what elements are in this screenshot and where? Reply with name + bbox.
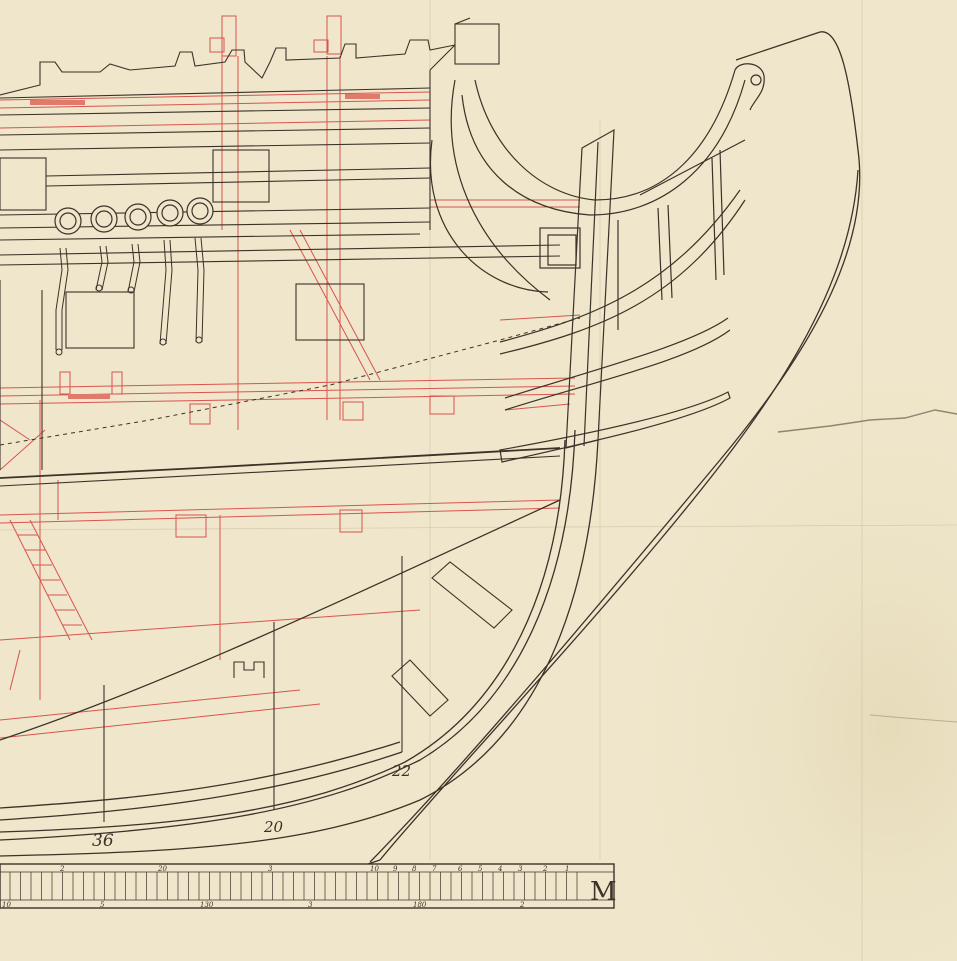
scale-num: 1: [565, 865, 569, 873]
scale-num: 3: [268, 865, 273, 873]
paper-crease-lower: [869, 714, 957, 723]
scale-num: 3: [518, 865, 523, 873]
scale-num: 180: [413, 901, 427, 909]
bow-baseline-junction: [367, 859, 381, 865]
black-ink-lines: [0, 17, 561, 822]
frame-label-20: 20: [263, 818, 284, 836]
scale-num: 8: [412, 865, 417, 873]
red-fill-deck: [68, 394, 110, 399]
paper-crease: [777, 409, 957, 433]
dashed-waterline: [0, 317, 581, 446]
red-fill-top-2: [345, 94, 380, 99]
scale-lower-numbers: 10 5 130 3 180 2: [2, 901, 525, 909]
bow-outline: [0, 31, 861, 863]
barrel-rings: [54, 197, 214, 235]
hanging-tackles: [55, 237, 205, 356]
frame-label-22: 22: [391, 762, 411, 780]
scale-num: 10: [2, 901, 11, 909]
scale-num: 9: [393, 865, 398, 873]
scale-num: 2: [519, 901, 525, 909]
red-structure-lines: [0, 15, 581, 739]
scale-num: 20: [157, 865, 167, 873]
scale-num: 4: [497, 865, 502, 873]
frame-label-36: 36: [92, 831, 114, 851]
scale-upper-numbers: 2 20 3 10 9 8 7 6 5 4 3 2 1: [59, 865, 569, 873]
scale-num: 2: [59, 865, 65, 873]
scale-num: 2: [542, 865, 548, 873]
scale-end-mark: M: [590, 877, 617, 907]
scale-num: 5: [100, 901, 105, 909]
scale-num: 130: [200, 901, 214, 909]
red-fill-top: [30, 100, 85, 105]
scale-num: 7: [432, 865, 437, 873]
scale-num: 6: [458, 865, 463, 873]
scale-bar: 2 20 3 10 9 8 7 6 5 4 3 2 1 10 5 130 3 1…: [0, 863, 617, 909]
scale-num: 3: [308, 901, 313, 909]
scale-num: 10: [370, 865, 379, 873]
scale-num: 5: [478, 865, 483, 873]
